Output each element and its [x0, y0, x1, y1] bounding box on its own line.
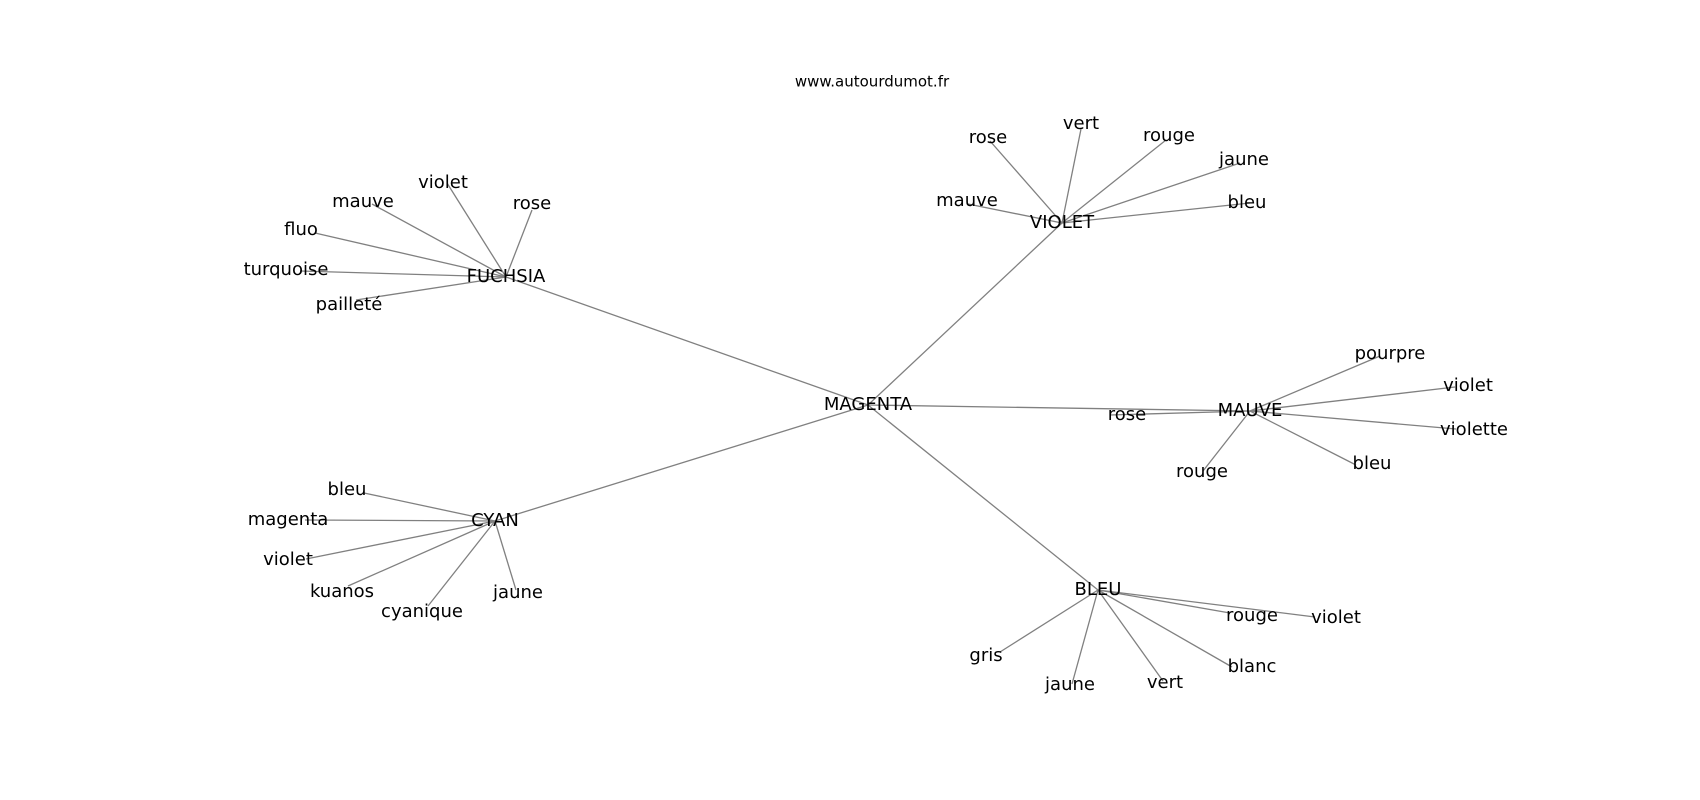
edge-hub-leaf: [1097, 589, 1316, 618]
edge-hub-leaf: [314, 232, 507, 278]
leaf-node: rouge: [1143, 125, 1195, 146]
edge-hub-leaf: [1061, 139, 1167, 224]
leaf-node: rouge: [1176, 461, 1228, 482]
edge-root-hub: [505, 276, 869, 406]
hub-node: MAUVE: [1218, 400, 1283, 421]
graph-nodes: MAGENTA FUCHSIA violet mauve rose fluo turquoi…: [244, 113, 1508, 695]
hub-node: FUCHSIA: [467, 266, 546, 287]
edge-hub-leaf: [1202, 410, 1251, 472]
leaf-node: bleu: [328, 479, 367, 500]
edge-root-hub: [867, 404, 1099, 591]
edge-hub-leaf: [505, 209, 533, 278]
edge-hub-leaf: [1097, 589, 1164, 682]
leaf-node: gris: [969, 645, 1002, 666]
leaf-node: violet: [263, 549, 313, 570]
leaf-node: magenta: [248, 509, 329, 530]
leaf-node: violet: [1443, 375, 1493, 396]
edge-hub-leaf: [1109, 410, 1251, 416]
leaf-node: pourpre: [1355, 343, 1426, 364]
edge-hub-leaf: [299, 270, 507, 278]
leaf-node: pailleté: [316, 294, 383, 315]
edge-hub-leaf: [1249, 386, 1456, 412]
leaf-node: blanc: [1228, 656, 1277, 677]
graph-edges: [299, 128, 1457, 685]
edge-hub-leaf: [1097, 589, 1233, 668]
hub-node: CYAN: [471, 510, 519, 531]
leaf-node: rose: [969, 127, 1007, 148]
leaf-node: turquoise: [244, 259, 329, 280]
edge-hub-leaf: [305, 520, 496, 560]
site-watermark: www.autourdumot.fr: [795, 73, 950, 91]
leaf-node: vert: [1147, 672, 1183, 693]
leaf-node: violet: [418, 172, 468, 193]
edge-hub-leaf: [1061, 202, 1251, 224]
leaf-node: vert: [1063, 113, 1099, 134]
edge-hub-leaf: [1061, 162, 1241, 224]
edge-hub-leaf: [1097, 589, 1231, 614]
leaf-node: mauve: [936, 190, 998, 211]
leaf-node: cyanique: [381, 601, 463, 622]
leaf-node: fluo: [284, 219, 318, 240]
edge-hub-leaf: [1249, 355, 1381, 412]
leaf-node: mauve: [332, 191, 394, 212]
root-node: MAGENTA: [824, 394, 913, 415]
edge-root-hub: [867, 404, 1251, 412]
edge-hub-leaf: [1061, 128, 1082, 224]
leaf-node: bleu: [1353, 453, 1392, 474]
edge-hub-leaf: [1071, 589, 1099, 685]
edge-hub-leaf: [494, 520, 517, 591]
leaf-node: jaune: [1218, 149, 1269, 170]
leaf-node: kuanos: [310, 581, 374, 602]
edge-hub-leaf: [1249, 410, 1457, 430]
edge-hub-leaf: [355, 276, 507, 301]
leaf-node: jaune: [492, 582, 543, 603]
edge-hub-leaf: [304, 519, 496, 522]
edge-hub-leaf: [967, 203, 1063, 224]
edge-root-hub: [867, 222, 1063, 406]
hub-node: VIOLET: [1030, 212, 1095, 233]
leaf-node: rose: [513, 193, 551, 214]
edge-hub-leaf: [1249, 410, 1357, 466]
edge-root-hub: [494, 404, 869, 522]
leaf-node: jaune: [1044, 674, 1095, 695]
edge-hub-leaf: [347, 520, 496, 587]
hub-node: BLEU: [1075, 579, 1122, 600]
leaf-node: violet: [1311, 607, 1361, 628]
leaf-node: rouge: [1226, 605, 1278, 626]
leaf-node: rose: [1108, 404, 1146, 425]
edge-hub-leaf: [371, 203, 507, 278]
edge-hub-leaf: [446, 182, 507, 278]
leaf-node: violette: [1440, 419, 1508, 440]
leaf-node: bleu: [1228, 192, 1267, 213]
edge-hub-leaf: [363, 492, 496, 522]
edge-hub-leaf: [999, 589, 1099, 653]
edge-hub-leaf: [427, 520, 496, 607]
edge-hub-leaf: [989, 140, 1063, 224]
